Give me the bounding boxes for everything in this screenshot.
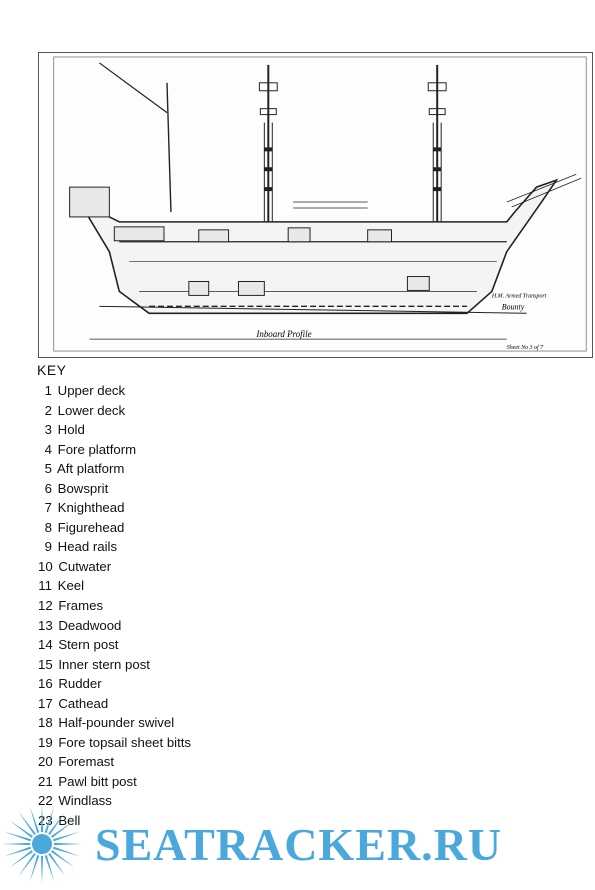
key-item: 8 Figurehead [38,518,191,538]
key-item-label: Fore platform [57,441,137,457]
key-item-number: 7 [44,500,52,516]
key-item: 19 Fore topsail sheet bitts [38,733,191,753]
key-item-number: 12 [38,598,53,614]
key-item: 6 Bowsprit [38,479,191,499]
key-item-number: 17 [38,695,53,711]
key-item-number: 18 [38,715,53,731]
key-item: 9 Head rails [38,537,191,557]
key-item-label: Upper deck [57,383,126,398]
key-item-label: Cutwater [58,558,112,574]
drawing-sheet-label: Sheet No 3 of 7 [507,344,544,351]
key-item-label: Stern post [58,637,119,653]
key-item-number: 4 [44,441,52,457]
key-item-label: Knighthead [57,500,125,516]
key-item: 2 Lower deck [38,401,191,421]
key-item-number: 16 [38,676,53,692]
key-item: 5 Aft platform [38,459,191,479]
key-item: 11 Keel [38,576,191,596]
key-item: 13 Deadwood [38,616,191,636]
key-item-label: Frames [58,598,104,614]
key-item-label: Bell [58,813,81,829]
key-item-label: Aft platform [56,461,125,477]
key-item-number: 11 [38,578,52,594]
key-item-label: Hold [57,422,85,438]
watermark-text: SEATRACKER.RU [95,819,502,870]
hull-outline [78,178,559,315]
key-item-number: 21 [38,773,53,789]
key-item: 22 Windlass [38,791,191,811]
key-item-number: 5 [44,461,52,477]
key-item-number: 3 [44,422,52,438]
drawing-view-title: Inboard Profile [255,329,311,339]
key-item: 4 Fore platform [38,440,191,460]
key-item: 15 Inner stern post [38,655,191,675]
key-item-label: Lower deck [57,402,126,418]
key-item-number: 2 [44,402,52,418]
key-item-number: 8 [44,519,52,535]
drawing-ship-subtitle: H.M. Armed Transport [491,293,547,299]
mast-lines [99,62,439,247]
key-item: 1 Upper deck [38,381,191,401]
key-item: 17 Cathead [38,694,191,714]
key-item-number: 19 [38,734,53,750]
sun-icon [2,804,82,884]
key-item-label: Head rails [57,539,118,555]
key-item: 18 Half-pounder swivel [38,713,191,733]
key-item-number: 15 [38,656,53,672]
key-item: 12 Frames [38,596,191,616]
key-item-label: Foremast [58,754,115,770]
key-item-label: Bowsprit [57,480,109,496]
key-item-label: Inner stern post [58,656,150,672]
watermark: SEATRACKER.RU [0,798,595,890]
key-item-number: 6 [44,480,52,496]
key-item-label: Half-pounder swivel [58,715,175,731]
key-item-number: 13 [38,617,53,633]
key-item-label: Fore topsail sheet bitts [58,734,192,750]
key-item: 21 Pawl bitt post [38,772,191,792]
key-item-label: Rudder [58,676,102,692]
key-item-label: Keel [57,578,85,594]
key-item-number: 14 [38,637,53,653]
key-item-number: 1 [44,383,52,398]
key-item: 20 Foremast [38,752,191,772]
key-item-label: Cathead [58,695,109,711]
key-item-label: Figurehead [57,519,125,535]
key-item: 3 Hold [38,420,191,440]
key-item-number: 22 [38,793,53,809]
key-item-label: Deadwood [58,617,122,633]
key-item-number: 10 [38,558,53,574]
key-item-number: 9 [44,539,52,555]
key-item: 14 Stern post [38,635,191,655]
key-item-label: Windlass [58,793,112,809]
key-item: 10 Cutwater [38,557,191,577]
key-title: KEY [37,362,67,378]
key-item-number: 20 [38,754,53,770]
ship-drawing-svg: Inboard Profile H.M. Armed Transport Bou… [53,56,587,352]
key-item: 16 Rudder [38,674,191,694]
ship-inboard-profile-drawing: Inboard Profile H.M. Armed Transport Bou… [38,52,593,358]
drawing-ship-name: Bounty [502,302,525,311]
key-item: 7 Knighthead [38,498,191,518]
key-item-label: Pawl bitt post [58,773,137,789]
